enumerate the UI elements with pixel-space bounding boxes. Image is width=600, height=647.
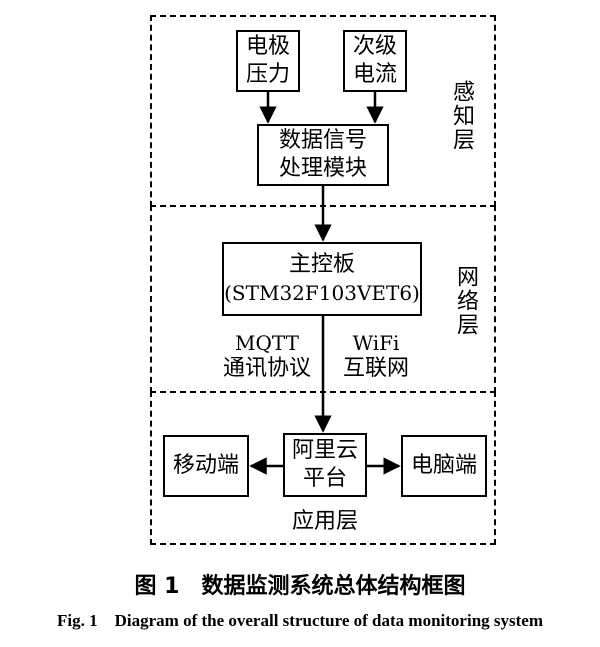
- main-board-line1: 主控板: [288, 252, 355, 277]
- pc-label: 电脑端: [410, 453, 477, 478]
- mqtt-line1: MQTT: [235, 331, 299, 355]
- mqtt-label: MQTT 通讯协议: [222, 330, 312, 382]
- main-board-line2: (STM32F103VET6): [224, 281, 420, 305]
- caption-chinese: 图 1 数据监测系统总体结构框图: [134, 574, 466, 599]
- perception-layer-text: 感知层: [449, 80, 474, 152]
- mobile-label: 移动端: [172, 453, 239, 478]
- application-layer-label: 应用层: [291, 509, 358, 534]
- mobile-box: 移动端: [163, 435, 249, 497]
- electrode-pressure-line1: 电极: [245, 34, 290, 59]
- mqtt-line2: 通讯协议: [222, 356, 311, 381]
- electrode-pressure-line2: 压力: [245, 62, 290, 87]
- main-board-box: 主控板 (STM32F103VET6): [222, 242, 422, 316]
- caption-english: Fig. 1 Diagram of the overall structure …: [57, 611, 543, 630]
- wifi-label: WiFi 互联网: [337, 330, 415, 382]
- signal-module-line2: 处理模块: [278, 156, 367, 181]
- electrode-pressure-box: 电极 压力: [236, 30, 300, 92]
- secondary-current-box: 次级 电流: [343, 30, 407, 92]
- aliyun-box: 阿里云 平台: [283, 433, 367, 497]
- wifi-line1: WiFi: [352, 331, 400, 355]
- signal-module-box: 数据信号 处理模块: [257, 124, 389, 186]
- perception-layer-label: 感知层: [446, 80, 474, 161]
- wifi-line2: 互联网: [342, 356, 409, 381]
- network-layer-label: 网络层: [450, 265, 478, 346]
- secondary-current-line1: 次级: [352, 34, 397, 59]
- aliyun-line2: 平台: [302, 466, 347, 491]
- pc-box: 电脑端: [401, 435, 487, 497]
- secondary-current-line2: 电流: [352, 62, 397, 87]
- signal-module-line1: 数据信号: [278, 128, 367, 153]
- network-layer-text: 网络层: [453, 265, 478, 337]
- aliyun-line1: 阿里云: [291, 438, 358, 463]
